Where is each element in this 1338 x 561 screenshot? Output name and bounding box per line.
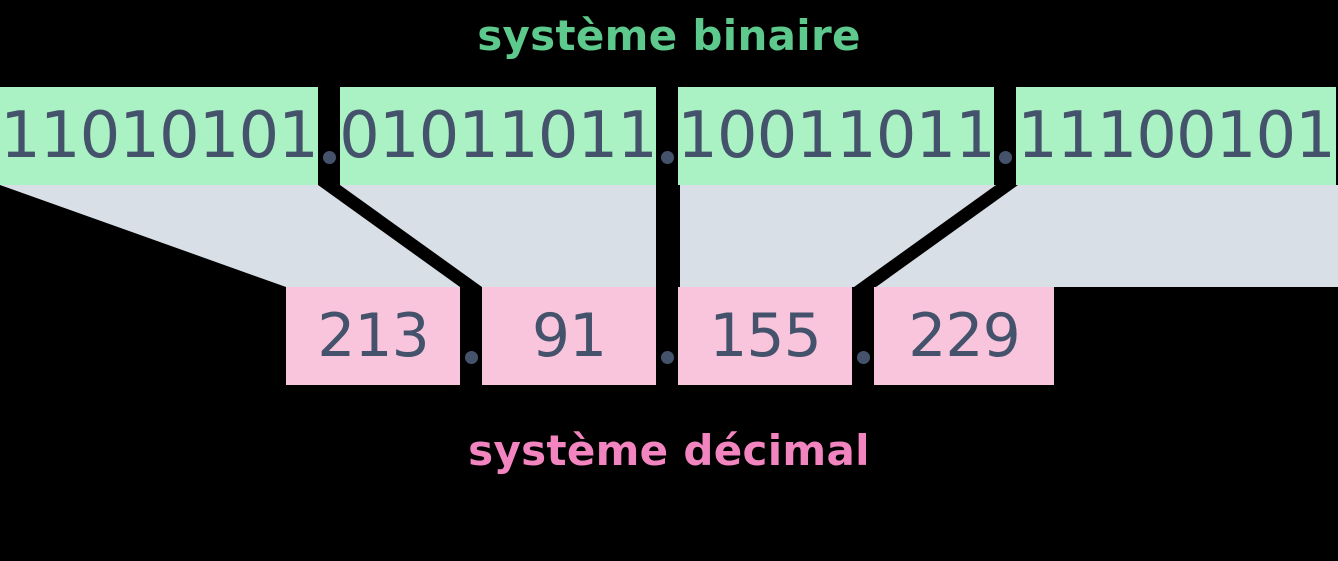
- decimal-octet-3: 155: [678, 287, 852, 385]
- decimal-octet-1: 213: [286, 287, 460, 385]
- connector-funnel-1: [0, 185, 460, 287]
- dot-separator-icon: [856, 351, 870, 365]
- binary-separator-2: [656, 87, 678, 185]
- binary-octet-1: 11010101: [0, 87, 319, 185]
- connector-funnel-4: [876, 185, 1338, 287]
- dot-separator-icon: [660, 351, 674, 365]
- binary-row: 11010101 01011011 10011011 11100101: [0, 87, 1338, 185]
- decimal-octet-2: 91: [482, 287, 656, 385]
- decimal-system-title: système décimal: [468, 426, 870, 475]
- binary-octet-3: 10011011: [677, 87, 996, 185]
- binary-separator-3: [994, 87, 1016, 185]
- connector-funnel-2: [340, 185, 656, 287]
- dot-separator-icon: [660, 151, 674, 165]
- binary-octet-2: 01011011: [339, 87, 658, 185]
- decimal-row: 213 91 155 229: [286, 287, 1056, 385]
- binary-separator-1: [318, 87, 340, 185]
- dot-separator-icon: [998, 151, 1012, 165]
- decimal-separator-1: [460, 287, 482, 385]
- decimal-separator-3: [852, 287, 874, 385]
- decimal-octet-4: 229: [874, 287, 1054, 385]
- dot-separator-icon: [322, 151, 336, 165]
- decimal-separator-2: [656, 287, 678, 385]
- connector-funnel-3: [680, 185, 996, 287]
- dot-separator-icon: [464, 351, 478, 365]
- binary-octet-4: 11100101: [1016, 87, 1336, 185]
- binary-system-title: système binaire: [477, 11, 861, 60]
